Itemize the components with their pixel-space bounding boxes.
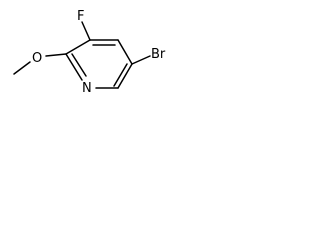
bond-n1-c2 <box>65 53 83 81</box>
atom-label-bromine: Br <box>151 47 166 62</box>
atom-label-fluorine: F <box>77 9 84 24</box>
bond-o-ch3 <box>13 61 31 75</box>
bond-c2-c3 <box>65 39 91 55</box>
bond-c5-br <box>131 55 151 65</box>
bond-n1-c2-inner <box>71 53 87 77</box>
chemical-structure-diagram: F Br N O <box>13 9 166 96</box>
bond-c4-c5 <box>117 39 133 65</box>
atom-label-oxygen: O <box>32 51 42 66</box>
bond-c5-c6-inner <box>113 63 128 87</box>
bond-c5-c6 <box>117 63 133 89</box>
bond-c2-o <box>45 53 67 57</box>
atom-label-nitrogen: N <box>82 81 92 96</box>
bond-c3-f <box>81 21 91 41</box>
